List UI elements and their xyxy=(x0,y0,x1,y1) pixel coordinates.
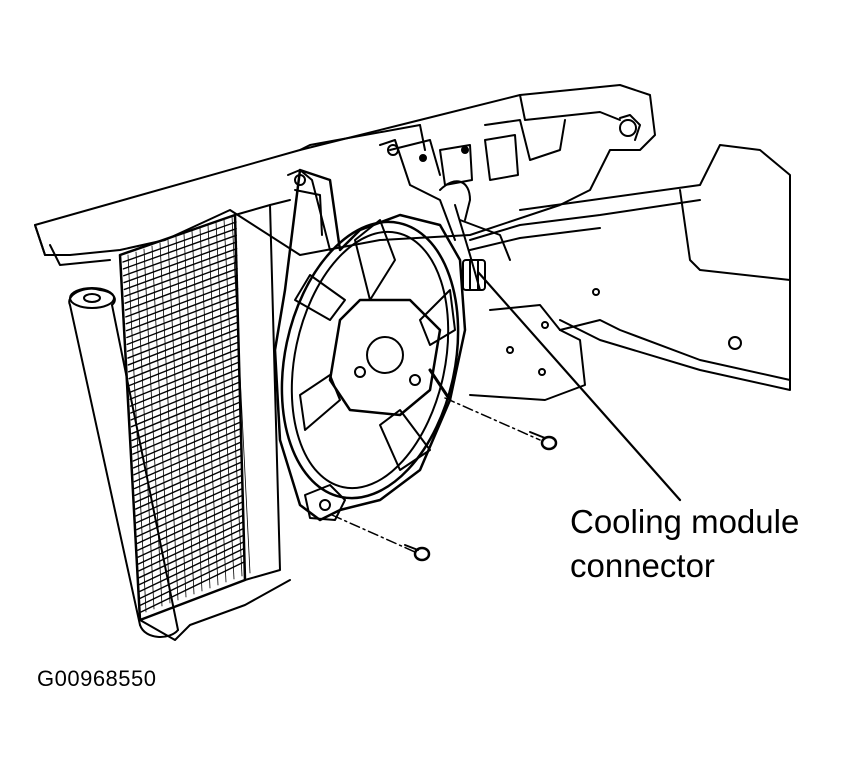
condenser-fin xyxy=(137,507,244,558)
receiver-drier xyxy=(68,287,179,638)
condenser-fin xyxy=(138,534,245,586)
condenser-tube xyxy=(223,218,243,577)
condenser-fin xyxy=(133,434,242,483)
condenser-tube xyxy=(207,224,227,583)
fan-blades xyxy=(294,219,456,471)
mounting-bolts xyxy=(331,397,558,562)
condenser-fin xyxy=(139,547,245,599)
condenser-tube xyxy=(175,236,195,595)
condenser-tube xyxy=(159,242,179,601)
condenser-fin xyxy=(126,301,239,346)
condenser-fin xyxy=(123,234,238,277)
condenser-fin xyxy=(137,514,244,565)
condenser-fin xyxy=(132,421,242,469)
condenser-fin xyxy=(131,401,241,448)
condenser-fin xyxy=(130,367,241,414)
condenser-fin xyxy=(128,341,240,387)
condenser-fin xyxy=(127,314,239,359)
cooling-module-connector xyxy=(428,180,511,402)
figure-id: G00968550 xyxy=(37,666,157,691)
condenser-tube xyxy=(127,254,147,613)
condenser-tube xyxy=(191,230,211,589)
callout-line-1: Cooling module xyxy=(570,503,800,540)
condenser-fin xyxy=(122,227,237,270)
condenser-tube xyxy=(199,227,219,586)
condenser-tube xyxy=(231,215,251,574)
condenser-fin xyxy=(131,394,241,442)
fan-shroud xyxy=(273,139,467,522)
lower-bolt-icon xyxy=(404,544,431,562)
frame-rail xyxy=(469,144,791,401)
condenser-tube xyxy=(167,239,187,598)
condenser-tube xyxy=(215,221,235,580)
condenser-fin xyxy=(140,561,245,613)
condenser-tube xyxy=(183,233,203,592)
upper-bolt-icon xyxy=(529,431,558,451)
condenser-fin xyxy=(127,321,240,366)
condenser-fin xyxy=(122,221,237,263)
condenser-fin xyxy=(127,327,240,373)
callout-line-2: connector xyxy=(570,547,715,584)
condenser-fin xyxy=(129,347,240,394)
radiator-support-panel xyxy=(34,84,656,266)
condenser-fin xyxy=(138,527,244,579)
condenser-fin xyxy=(125,281,239,325)
condenser-fin xyxy=(139,554,245,606)
callout-leader-line xyxy=(476,270,682,502)
condenser-tube xyxy=(135,251,155,610)
condenser-tube xyxy=(143,248,163,607)
condenser-fin xyxy=(130,374,241,421)
condenser-fin xyxy=(133,427,242,476)
condenser-fin xyxy=(130,381,241,428)
condenser-fin xyxy=(128,334,240,380)
condenser-fin xyxy=(132,414,242,462)
condenser-fin xyxy=(129,354,240,400)
condenser-fin xyxy=(139,541,245,593)
condenser-fin xyxy=(138,521,244,572)
condenser-fin xyxy=(126,307,239,352)
condenser-fin xyxy=(131,387,241,435)
condenser-fin xyxy=(129,361,240,407)
condenser-fin xyxy=(133,441,242,490)
condenser-tube xyxy=(151,245,171,604)
callout-label: Cooling module connector xyxy=(570,500,799,588)
condenser-fin xyxy=(132,407,242,455)
condenser-fin xyxy=(126,294,239,339)
condenser-fin xyxy=(125,287,239,332)
condenser-core xyxy=(118,199,291,641)
